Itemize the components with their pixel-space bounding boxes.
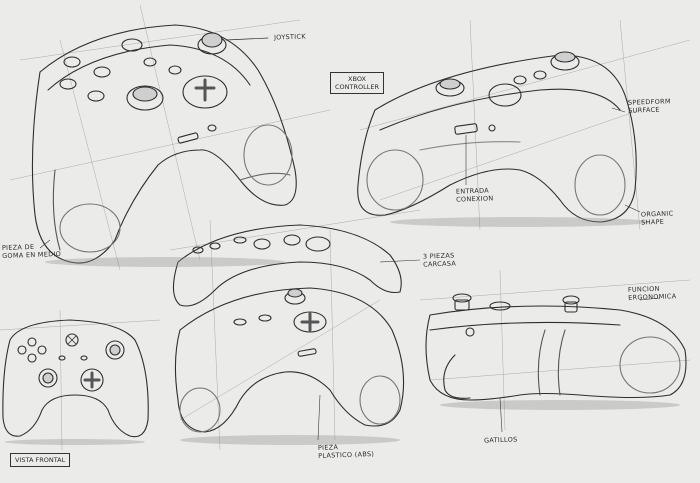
- leader-lines: [39, 107, 661, 441]
- label-organic-shape: ORGANIC SHAPE: [640, 209, 674, 227]
- label-speedform-surface: SPEEDFORM SURFACE: [627, 97, 671, 115]
- label-entrada-conexion: ENTRADA CONEXION: [455, 186, 494, 204]
- controller-center: [172, 224, 405, 433]
- label-pieza-goma: PIEZA DE GOMA EN MEDIO: [1, 242, 62, 261]
- label-pieza-plastico: PIEZA PLASTICO (ABS): [317, 443, 375, 460]
- label-funcion-ergonomica: FUNCION ERGONOMICA: [627, 284, 677, 302]
- controller-top-left: [31, 24, 297, 264]
- controller-front-view: [2, 319, 149, 438]
- controller-side-view: [425, 293, 687, 401]
- label-xbox-controller: XBOX CONTROLLER: [330, 72, 384, 94]
- label-joystick: JOYSTICK: [273, 32, 307, 42]
- ground-shadows: [5, 217, 680, 445]
- label-vista-frontal: VISTA FRONTAL: [10, 453, 71, 467]
- label-gatillos: GATILLOS: [483, 435, 518, 445]
- label-tres-piezas: 3 PIEZAS CARCASA: [422, 251, 457, 269]
- controller-top-right: [357, 51, 637, 223]
